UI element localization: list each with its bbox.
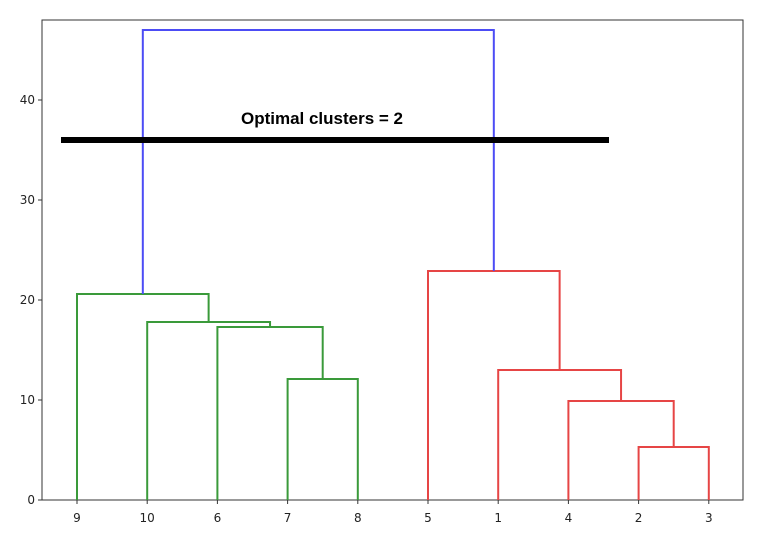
y-tick-label: 10: [20, 393, 35, 407]
x-axis: 9 10 6 7 8 5 1 4 2 3: [73, 500, 713, 525]
dendrogram-link-5: [637, 446, 710, 500]
dendrogram-link-9: [141, 29, 495, 294]
leaf-label-5: 5: [424, 511, 432, 525]
dendrogram-link-2: [216, 326, 324, 500]
leaf-label-7: 7: [284, 511, 292, 525]
leaf-label-8: 8: [354, 511, 362, 525]
leaf-label-10: 10: [140, 511, 155, 525]
leaf-label-9: 9: [73, 511, 81, 525]
y-tick-label: 40: [20, 93, 35, 107]
leaf-label-6: 6: [214, 511, 222, 525]
dendrogram-link-7: [497, 369, 623, 500]
dendrogram-link-6: [567, 400, 675, 500]
leaf-label-4: 4: [565, 511, 573, 525]
leaf-label-1: 1: [494, 511, 502, 525]
y-tick-label: 20: [20, 293, 35, 307]
dendrogram-link-3: [146, 321, 272, 500]
dendrogram-link-4: [76, 293, 210, 500]
plot-frame: [41, 19, 744, 501]
leaf-label-3: 3: [705, 511, 713, 525]
y-axis: 0 10 20 30 40: [20, 93, 42, 507]
dendrogram-link-1: [286, 378, 359, 500]
y-tick-label: 30: [20, 193, 35, 207]
y-tick-label: 0: [27, 493, 35, 507]
annotation-text: Optimal clusters = 2: [241, 109, 403, 128]
dendrogram-link-8: [427, 270, 561, 500]
dendrogram-links: [76, 29, 710, 500]
leaf-label-2: 2: [635, 511, 643, 525]
